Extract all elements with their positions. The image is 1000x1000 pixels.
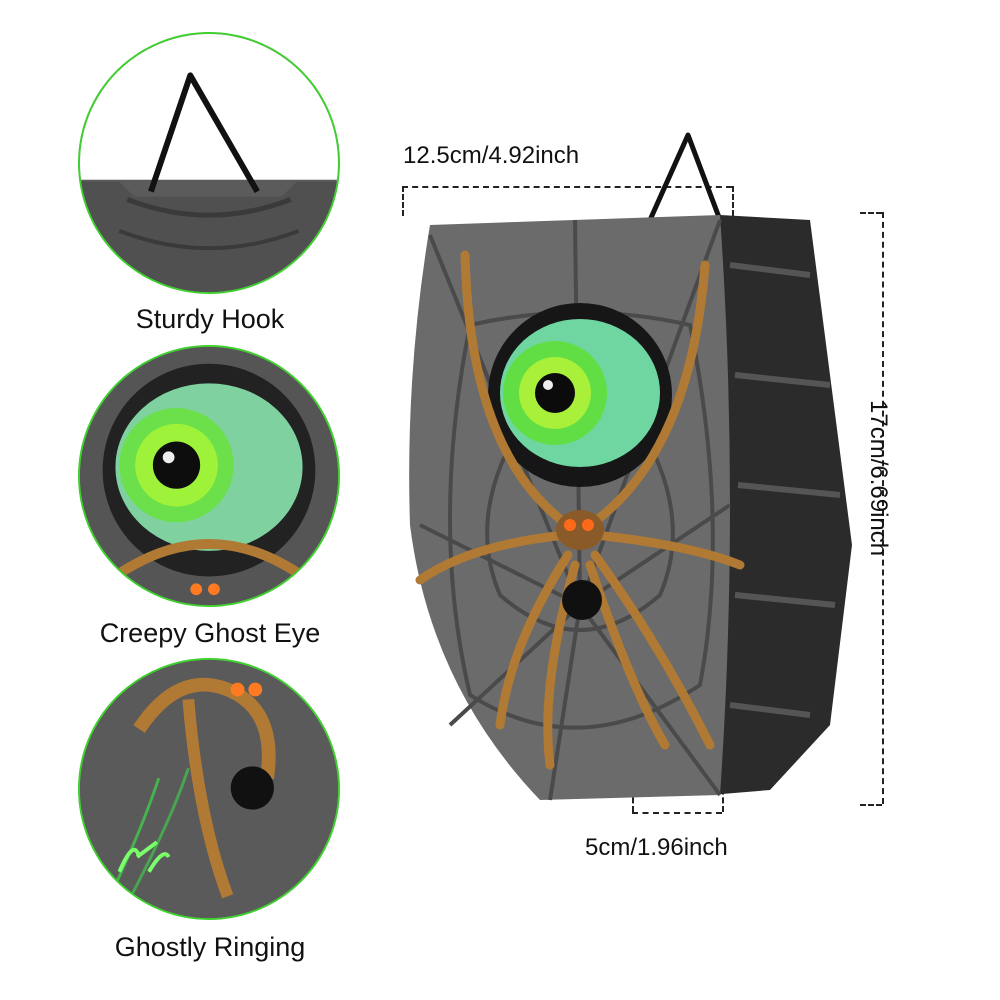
feature-caption-eye: Creepy Ghost Eye [99, 618, 321, 648]
height-guide-bottom-tick [860, 804, 882, 806]
feature-circle-hook [78, 32, 340, 294]
height-guide-top-tick [860, 212, 882, 214]
feature-caption-hook: Sturdy Hook [135, 304, 285, 334]
depth-guide-right-tick [722, 780, 724, 812]
width-guide-right-tick [732, 186, 734, 216]
height-guide-line [882, 212, 884, 804]
width-guide-line [402, 186, 732, 188]
eye-closeup-image [80, 347, 338, 605]
ringing-closeup-image [80, 660, 338, 918]
spider-doorbell-product-image [409, 132, 852, 801]
feature-circle-eye [78, 345, 340, 607]
doorbell-button [562, 580, 602, 620]
hook-closeup-image [80, 34, 338, 292]
depth-guide-line [632, 812, 722, 814]
spider-legs [415, 250, 745, 770]
feature-caption-ringing: Ghostly Ringing [114, 932, 306, 962]
feature-circle-ringing [78, 658, 340, 920]
depth-dimension-label: 5cm/1.96inch [585, 834, 728, 861]
width-dimension-label: 12.5cm/4.92inch [403, 142, 580, 169]
width-guide-left-tick [402, 186, 404, 216]
